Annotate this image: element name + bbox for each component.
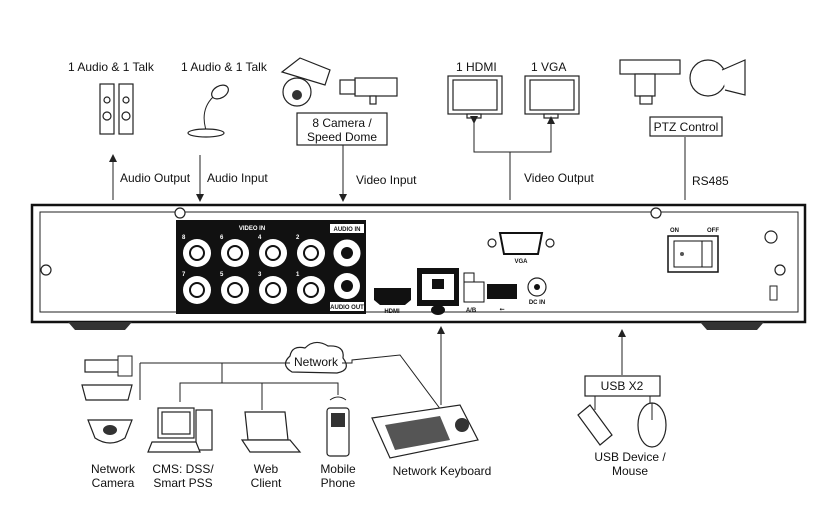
usb-box-label: USB X2 <box>601 379 644 393</box>
microphone-icon <box>187 84 229 138</box>
ab-label: A/B <box>466 308 477 314</box>
cms-label-1: CMS: DSS/ <box>152 462 214 476</box>
network-keyboard-label: Network Keyboard <box>393 464 492 478</box>
ptz-box-label: PTZ Control <box>654 120 719 134</box>
bnc-port[interactable] <box>297 276 325 304</box>
video-output-label: Video Output <box>524 171 594 185</box>
hdmi-port-label: HDMI <box>384 309 400 315</box>
video-in-label: VIDEO IN <box>239 226 265 232</box>
usb-symbol-icon: ⭠ <box>500 307 505 313</box>
off-label: OFF <box>707 228 719 234</box>
bnc-port-ring <box>227 245 243 261</box>
channel-number: 7 <box>182 272 186 278</box>
mouse-icon <box>637 402 667 448</box>
usb-box <box>584 375 661 397</box>
hdmi-port[interactable] <box>374 288 411 305</box>
usb-device-label-2: Mouse <box>612 464 648 478</box>
speaker-icon <box>99 83 134 135</box>
network-cloud-icon <box>284 341 347 374</box>
mobile-phone-icon <box>326 396 350 457</box>
vga-monitor-label: 1 VGA <box>531 60 566 74</box>
mobile-phone-label-1: Mobile <box>320 462 356 476</box>
ptz-box <box>649 116 723 137</box>
audio-in-label: AUDIO IN <box>334 227 361 233</box>
channel-number: 4 <box>258 235 262 241</box>
bnc-port[interactable] <box>183 276 211 304</box>
audio-talk-label-1: 1 Audio & 1 Talk <box>68 60 155 74</box>
network-camera-icon <box>81 355 133 444</box>
channel-number: 3 <box>258 272 262 278</box>
bnc-port-ring <box>303 282 319 298</box>
bnc-ports: 8 6 4 2 7 5 3 1 <box>182 235 325 304</box>
rs485-port[interactable] <box>463 272 485 303</box>
channel-number: 5 <box>220 272 224 278</box>
audio-output-label: Audio Output <box>120 171 191 185</box>
vga-port-label: VGA <box>514 259 528 265</box>
power-switch[interactable] <box>667 235 719 273</box>
bnc-port[interactable] <box>297 239 325 267</box>
vga-port[interactable] <box>487 232 555 255</box>
bnc-port-ring <box>265 245 281 261</box>
video-input-label: Video Input <box>356 173 417 187</box>
rs485-label: RS485 <box>692 174 729 188</box>
hdmi-monitor-label: 1 HDMI <box>456 60 497 74</box>
audio-talk-label-2: 1 Audio & 1 Talk <box>181 60 268 74</box>
channel-number: 8 <box>182 235 186 241</box>
computer-icon <box>147 407 213 453</box>
web-client-label-2: Client <box>251 476 282 490</box>
bnc-port[interactable] <box>259 276 287 304</box>
usb-stick-icon <box>577 404 613 446</box>
bnc-port[interactable] <box>183 239 211 267</box>
bnc-port-ring <box>227 282 243 298</box>
cms-label-2: Smart PSS <box>153 476 212 490</box>
channel-number: 1 <box>296 272 300 278</box>
channel-number: 2 <box>296 235 300 241</box>
network-camera-label-1: Network <box>91 462 136 476</box>
usb-port[interactable] <box>487 284 517 299</box>
bnc-port[interactable] <box>221 239 249 267</box>
bnc-port-ring <box>189 282 205 298</box>
bnc-port-ring <box>265 282 281 298</box>
camera-box <box>296 112 388 146</box>
bnc-port-ring <box>303 245 319 261</box>
on-label: ON <box>670 228 679 234</box>
camera-icon <box>280 57 398 107</box>
network-camera-label-2: Camera <box>92 476 135 490</box>
monitor-icon <box>447 75 580 119</box>
dc-in-port[interactable] <box>527 277 547 297</box>
bnc-port[interactable] <box>259 239 287 267</box>
laptop-icon <box>240 411 302 453</box>
network-label: Network <box>294 355 339 369</box>
network-keyboard-icon <box>371 404 479 459</box>
channel-number: 6 <box>220 235 224 241</box>
usb-device-label-1: USB Device / <box>594 450 666 464</box>
camera-box-line1: 8 Camera / <box>312 116 372 130</box>
web-client-label-1: Web <box>254 462 279 476</box>
camera-box-line2: Speed Dome <box>307 130 377 144</box>
bnc-port-ring <box>189 245 205 261</box>
bnc-port[interactable] <box>221 276 249 304</box>
mobile-phone-label-2: Phone <box>321 476 356 490</box>
ethernet-port[interactable] <box>417 268 459 315</box>
audio-out-label: AUDIO OUT <box>330 305 364 311</box>
audio-input-label: Audio Input <box>207 171 268 185</box>
ptz-camera-icon <box>619 59 746 105</box>
dc-in-label: DC IN <box>529 300 545 306</box>
